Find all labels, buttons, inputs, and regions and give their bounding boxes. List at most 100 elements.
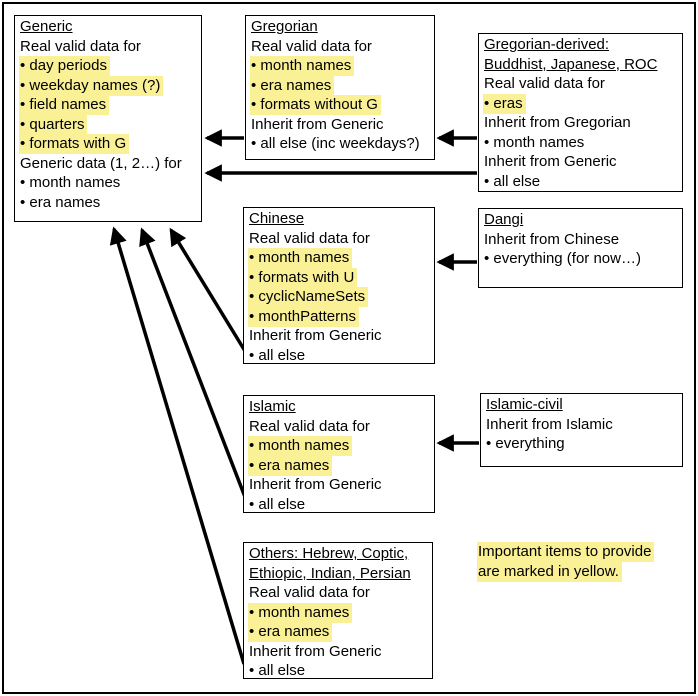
box-line: • era names xyxy=(250,75,434,96)
box-line-text-highlighted: • formats with G xyxy=(19,134,130,154)
box-line: • all else xyxy=(249,661,432,681)
box-line-text-highlighted: • weekday names (?) xyxy=(19,75,164,96)
box-line-text-highlighted: • quarters xyxy=(19,114,88,135)
box-line-text: • era names xyxy=(20,193,101,211)
box-line: • formats with U xyxy=(248,267,434,288)
box-line: • all else (inc weekdays?) xyxy=(251,134,434,154)
box-line: Inherit from Generic xyxy=(484,152,682,172)
box-title-text: Generic xyxy=(20,18,73,35)
box-title-line: Gregorian xyxy=(251,17,434,37)
box-line: • era names xyxy=(248,622,432,642)
box-line: Real valid data for xyxy=(249,583,432,603)
box-line: • day periods xyxy=(19,56,201,76)
box-line: • all else xyxy=(249,495,434,515)
box-line: Inherit from Generic xyxy=(249,642,432,662)
box-line: • field names xyxy=(19,95,201,115)
box-line: • all else xyxy=(249,346,434,366)
box-line: • month names xyxy=(484,133,682,153)
box-line: Inherit from Chinese xyxy=(484,230,682,250)
box-line-text-highlighted: • formats without G xyxy=(250,95,381,115)
box-line-text: Real valid data for xyxy=(249,229,370,247)
box-line: Real valid data for xyxy=(20,37,201,57)
box-title-text: Ethiopic, Indian, Persian xyxy=(249,564,411,582)
legend-note-text-1: Important items to provide xyxy=(477,542,655,562)
box-title-text: Others: Hebrew, Coptic, xyxy=(249,545,409,562)
box-line: • formats without G xyxy=(250,95,434,115)
box-other-calendars: Others: Hebrew, Coptic, Ethiopic, Indian,… xyxy=(243,542,433,679)
box-title-line: Islamic-civil xyxy=(486,395,682,415)
box-title-line: Ethiopic, Indian, Persian xyxy=(249,564,432,584)
box-line-text: • month names xyxy=(20,174,121,191)
legend-note-line: Important items to provide xyxy=(477,542,655,562)
box-title-text: Islamic xyxy=(249,398,296,415)
box-line-text: Inherit from Generic xyxy=(249,642,382,660)
box-line-text-highlighted: • era names xyxy=(248,622,333,642)
box-line-text: Inherit from Generic xyxy=(249,327,382,344)
box-line-text-highlighted: • month names xyxy=(250,56,355,76)
box-line: Real valid data for xyxy=(251,37,434,57)
box-line: • quarters xyxy=(19,114,201,135)
box-line: • month names xyxy=(248,248,434,268)
box-line-text-highlighted: • day periods xyxy=(19,56,110,76)
box-line: • month names xyxy=(250,56,434,76)
box-line-text: Real valid data for xyxy=(249,417,370,435)
box-line: Inherit from Generic xyxy=(249,326,434,346)
box-line: Generic data (1, 2…) for xyxy=(20,154,201,174)
box-line: • all else xyxy=(484,172,682,192)
box-title-text: Gregorian-derived: xyxy=(484,36,610,53)
box-title-text: Gregorian xyxy=(251,18,318,35)
box-line-text: • all else xyxy=(249,346,306,364)
box-line-text-highlighted: • month names xyxy=(248,436,353,456)
box-line-text: • everything xyxy=(486,435,565,452)
box-title-text: Chinese xyxy=(249,210,305,227)
box-line-text: • everything (for now…) xyxy=(484,250,641,267)
box-line: • everything xyxy=(486,434,682,454)
box-line: • cyclicNameSets xyxy=(248,287,434,307)
box-line-text-highlighted: • era names xyxy=(250,75,335,96)
box-title-text: Dangi xyxy=(484,211,524,228)
box-line-text-highlighted: • formats with U xyxy=(248,267,358,288)
box-line: • formats with G xyxy=(19,134,201,154)
box-line: Real valid data for xyxy=(249,417,434,437)
box-line-text: Inherit from Generic xyxy=(251,115,384,133)
box-line-text-highlighted: • cyclicNameSets xyxy=(248,287,369,307)
box-line: • era names xyxy=(248,455,434,476)
box-gregorian-derived-calendars: Gregorian-derived: Buddhist, Japanese, RO… xyxy=(478,33,683,192)
box-line: Inherit from Islamic xyxy=(486,415,682,435)
legend-note-line: are marked in yellow. xyxy=(477,561,654,582)
box-line-text-highlighted: • month names xyxy=(248,602,353,623)
box-title-text: Islamic-civil xyxy=(486,396,563,413)
box-line: Inherit from Gregorian xyxy=(484,113,682,133)
box-line: • monthPatterns xyxy=(248,306,434,327)
box-line-text: Real valid data for xyxy=(484,75,605,92)
box-line-text: Inherit from Gregorian xyxy=(484,114,631,131)
box-line-text: • all else xyxy=(249,495,306,513)
box-line-text-highlighted: • month names xyxy=(248,248,353,268)
box-line: Inherit from Generic xyxy=(251,115,434,135)
box-title-line: Dangi xyxy=(484,210,682,230)
box-title-text: Buddhist, Japanese, ROC xyxy=(484,55,658,73)
box-line: • weekday names (?) xyxy=(19,75,201,96)
box-line-text: Real valid data for xyxy=(20,37,141,55)
box-line-text: • month names xyxy=(484,133,585,151)
box-title-line: Gregorian-derived: xyxy=(484,35,682,55)
box-line-text: • all else (inc weekdays?) xyxy=(251,135,420,152)
box-line: Inherit from Generic xyxy=(249,475,434,495)
box-line: • era names xyxy=(20,193,201,213)
box-line-text-highlighted: • field names xyxy=(19,95,110,115)
box-line-text: Real valid data for xyxy=(249,584,370,601)
box-line-text: Generic data (1, 2…) for xyxy=(20,154,182,172)
box-title-line: Generic xyxy=(20,17,201,37)
box-line: • month names xyxy=(248,436,434,456)
legend-note-text-2: are marked in yellow. xyxy=(477,561,622,582)
box-line-text: Inherit from Chinese xyxy=(484,230,620,248)
box-line-text: Inherit from Islamic xyxy=(486,415,613,433)
box-title-line: Others: Hebrew, Coptic, xyxy=(249,544,432,564)
